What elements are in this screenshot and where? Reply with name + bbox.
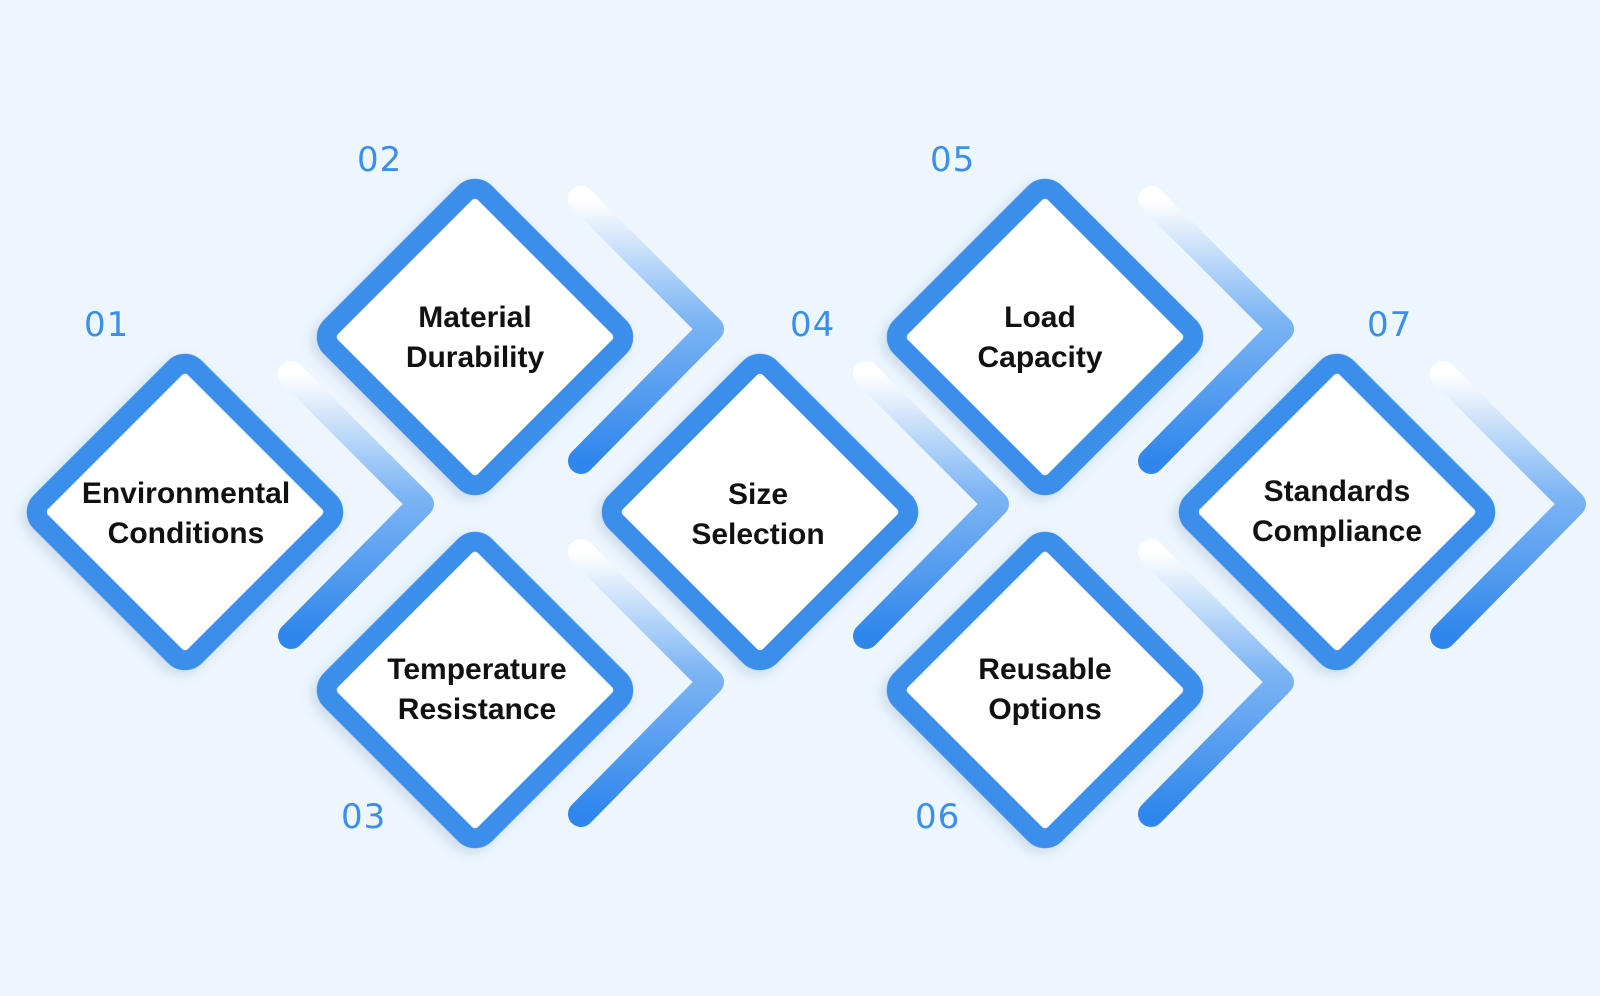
- step-07: [1178, 353, 1586, 671]
- chevron-arrow-icon: [1138, 539, 1294, 827]
- step-label-line: Conditions: [107, 517, 265, 550]
- step-label-line: Durability: [405, 341, 545, 374]
- step-label-line: Capacity: [977, 341, 1103, 374]
- chevron-arrow-icon: [853, 361, 1009, 649]
- step-label-line: Size: [727, 478, 789, 511]
- step-06: [886, 531, 1294, 849]
- step-label-line: Standards: [1263, 475, 1411, 508]
- chevron-arrow-icon: [278, 361, 434, 649]
- step-label-line: Selection: [691, 518, 825, 551]
- chevron-arrow-icon: [568, 186, 724, 474]
- step-02: [316, 178, 724, 496]
- step-label-line: Environmental: [81, 477, 291, 510]
- step-label-line: Compliance: [1251, 515, 1423, 548]
- step-diamond: [26, 353, 344, 671]
- step-number: 06: [915, 797, 961, 837]
- step-number: 03: [341, 797, 387, 837]
- step-label-line: Reusable: [978, 653, 1112, 686]
- step-diamond: [886, 178, 1204, 496]
- step-number: 04: [790, 305, 836, 345]
- step-label-line: Options: [988, 693, 1102, 726]
- step-05: [886, 178, 1294, 496]
- step-number: 07: [1367, 305, 1413, 345]
- step-label-line: Temperature: [387, 653, 567, 686]
- chevron-arrow-icon: [568, 539, 724, 827]
- step-diamond: [316, 531, 634, 849]
- step-number: 02: [357, 140, 403, 180]
- step-label-line: Material: [418, 301, 532, 334]
- chevron-arrow-icon: [1430, 361, 1586, 649]
- step-number: 05: [930, 140, 976, 180]
- step-01: [26, 353, 434, 671]
- step-label-line: Load: [1004, 301, 1076, 334]
- step-diamond: [1178, 353, 1496, 671]
- chevron-arrow-icon: [1138, 186, 1294, 474]
- step-number: 01: [84, 305, 130, 345]
- step-04: [601, 353, 1009, 671]
- step-diamond: [316, 178, 634, 496]
- step-diamond: [886, 531, 1204, 849]
- step-03: [316, 531, 724, 849]
- step-diamond: [601, 353, 919, 671]
- step-label-line: Resistance: [397, 693, 557, 726]
